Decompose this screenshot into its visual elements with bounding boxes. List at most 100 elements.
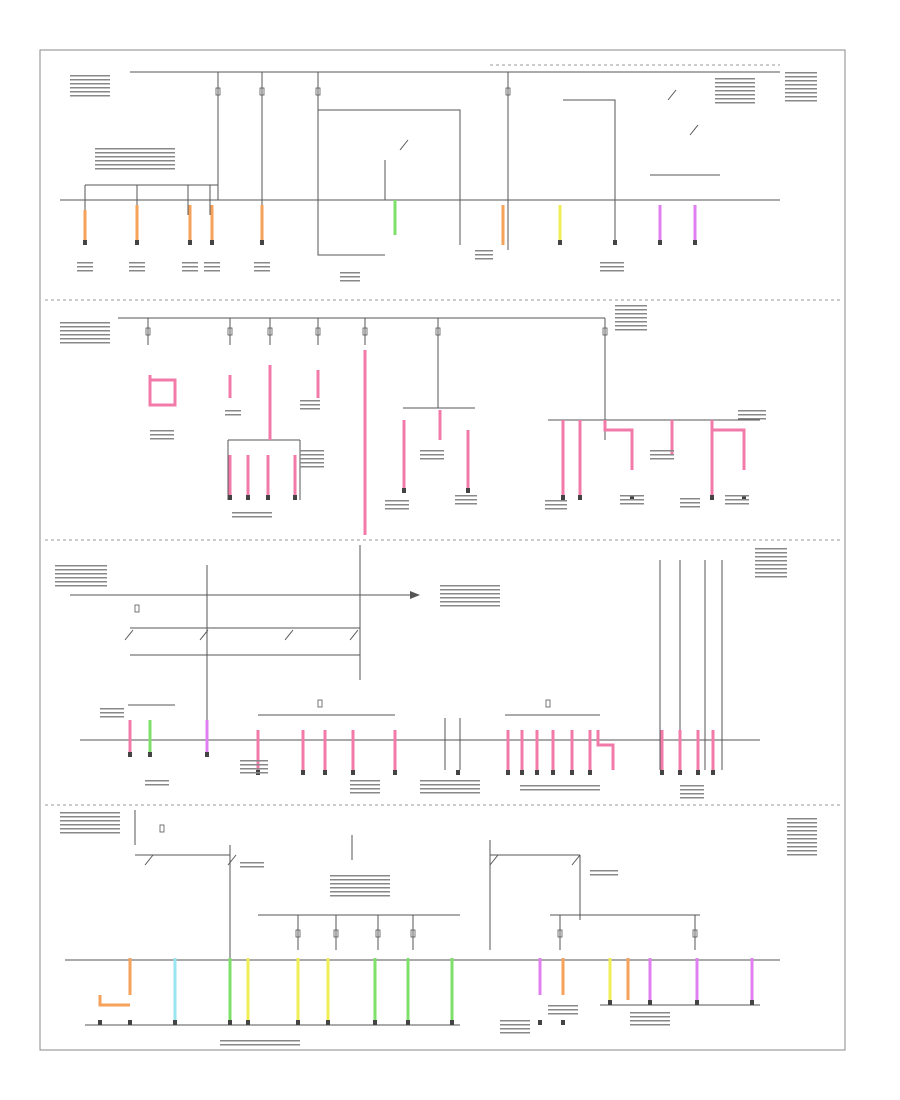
label-glyph-placeholder xyxy=(254,270,270,272)
ground-terminal xyxy=(693,240,697,245)
label-glyph-placeholder xyxy=(785,92,817,94)
label-glyph-placeholder xyxy=(455,495,477,497)
label-glyph-placeholder xyxy=(650,450,674,452)
ground-terminal xyxy=(711,770,715,775)
fuse-symbol xyxy=(295,929,301,938)
label-glyph-placeholder xyxy=(55,573,107,575)
label-glyph-placeholder xyxy=(330,887,390,889)
fuse-symbol xyxy=(145,327,151,336)
ground-terminal xyxy=(466,488,470,493)
label-glyph-placeholder xyxy=(680,793,704,795)
ground-terminal xyxy=(750,1000,754,1005)
label-glyph-placeholder xyxy=(715,90,755,92)
label-glyph-placeholder xyxy=(440,585,500,587)
label-glyph-placeholder xyxy=(650,458,674,460)
label-glyph-placeholder xyxy=(60,832,120,834)
label-glyph-placeholder xyxy=(385,508,409,510)
ground-terminal xyxy=(710,495,714,500)
label-glyph-placeholder xyxy=(680,789,704,791)
label-glyph-placeholder xyxy=(95,148,175,150)
label-glyph-placeholder xyxy=(590,874,618,876)
label-glyph-placeholder xyxy=(500,1024,530,1026)
label-glyph-placeholder xyxy=(440,597,500,599)
label-glyph-placeholder xyxy=(60,342,110,344)
label-glyph-placeholder xyxy=(350,784,380,786)
fuse-symbol xyxy=(557,929,563,938)
label-glyph-placeholder xyxy=(680,502,700,504)
fuse-symbol xyxy=(315,327,321,336)
label-glyph-placeholder xyxy=(545,500,567,502)
label-glyph-placeholder xyxy=(615,325,647,327)
label-glyph-placeholder xyxy=(630,1012,670,1014)
label-glyph-placeholder xyxy=(548,1005,578,1007)
fuse-symbol xyxy=(545,699,551,708)
label-glyph-placeholder xyxy=(300,404,320,406)
label-glyph-placeholder xyxy=(300,408,320,410)
ground-terminal xyxy=(135,240,139,245)
label-glyph-placeholder xyxy=(55,577,107,579)
ground-terminal xyxy=(266,495,270,500)
label-glyph-placeholder xyxy=(240,862,264,864)
label-glyph-placeholder xyxy=(680,506,700,508)
ground-terminal xyxy=(205,752,209,757)
label-glyph-placeholder xyxy=(330,895,390,897)
ground-terminal xyxy=(648,1000,652,1005)
pink-wire xyxy=(148,375,177,407)
switch-contact xyxy=(227,854,237,866)
switch-contact xyxy=(144,854,154,866)
ground-terminal xyxy=(695,1000,699,1005)
label-glyph-placeholder xyxy=(725,495,749,497)
label-glyph-placeholder xyxy=(300,462,324,464)
fuse-symbol xyxy=(317,699,323,708)
label-glyph-placeholder xyxy=(715,94,755,96)
label-glyph-placeholder xyxy=(548,1013,578,1015)
label-glyph-placeholder xyxy=(55,565,107,567)
label-glyph-placeholder xyxy=(350,792,380,794)
label-glyph-placeholder xyxy=(340,276,360,278)
ground-terminal xyxy=(128,752,132,757)
label-glyph-placeholder xyxy=(755,560,787,562)
diagram-frame xyxy=(39,49,846,1051)
section-dividers xyxy=(45,64,840,806)
ground-terminal xyxy=(83,240,87,245)
label-glyph-placeholder xyxy=(455,499,477,501)
label-glyph-placeholder xyxy=(240,764,268,766)
ground-terminal xyxy=(173,1020,177,1025)
label-glyph-placeholder xyxy=(220,1040,300,1042)
label-glyph-placeholder xyxy=(77,262,93,264)
ground-terminal xyxy=(393,770,397,775)
label-glyph-placeholder xyxy=(55,585,107,587)
label-glyph-placeholder xyxy=(95,168,175,170)
label-glyph-placeholder xyxy=(70,91,110,93)
label-glyph-placeholder xyxy=(77,266,93,268)
label-glyph-placeholder xyxy=(738,414,766,416)
ground-terminal xyxy=(323,770,327,775)
ground-terminal xyxy=(558,240,562,245)
switch-contact xyxy=(399,139,409,151)
ground-terminal xyxy=(246,1020,250,1025)
label-glyph-placeholder xyxy=(590,870,618,872)
switch-contact xyxy=(571,854,581,866)
ground-terminal xyxy=(506,770,510,775)
label-glyph-placeholder xyxy=(240,866,264,868)
fuse-symbol xyxy=(435,327,441,336)
fuse-symbol xyxy=(362,327,368,336)
label-glyph-placeholder xyxy=(630,1024,670,1026)
label-glyph-placeholder xyxy=(60,816,120,818)
ground-terminal xyxy=(658,240,662,245)
label-glyph-placeholder xyxy=(330,883,390,885)
label-glyph-placeholder xyxy=(95,164,175,166)
label-glyph-placeholder xyxy=(600,270,624,272)
label-glyph-placeholder xyxy=(60,334,110,336)
label-glyph-placeholder xyxy=(500,1020,530,1022)
label-glyph-placeholder xyxy=(630,1020,670,1022)
label-glyph-placeholder xyxy=(420,780,480,782)
label-glyph-placeholder xyxy=(420,454,444,456)
label-glyph-placeholder xyxy=(100,712,124,714)
label-glyph-placeholder xyxy=(600,262,624,264)
ground-terminal xyxy=(301,770,305,775)
label-glyph-placeholder xyxy=(545,504,567,506)
label-glyph-placeholder xyxy=(340,272,360,274)
label-glyph-placeholder xyxy=(150,434,174,436)
label-glyph-placeholder xyxy=(129,262,145,264)
